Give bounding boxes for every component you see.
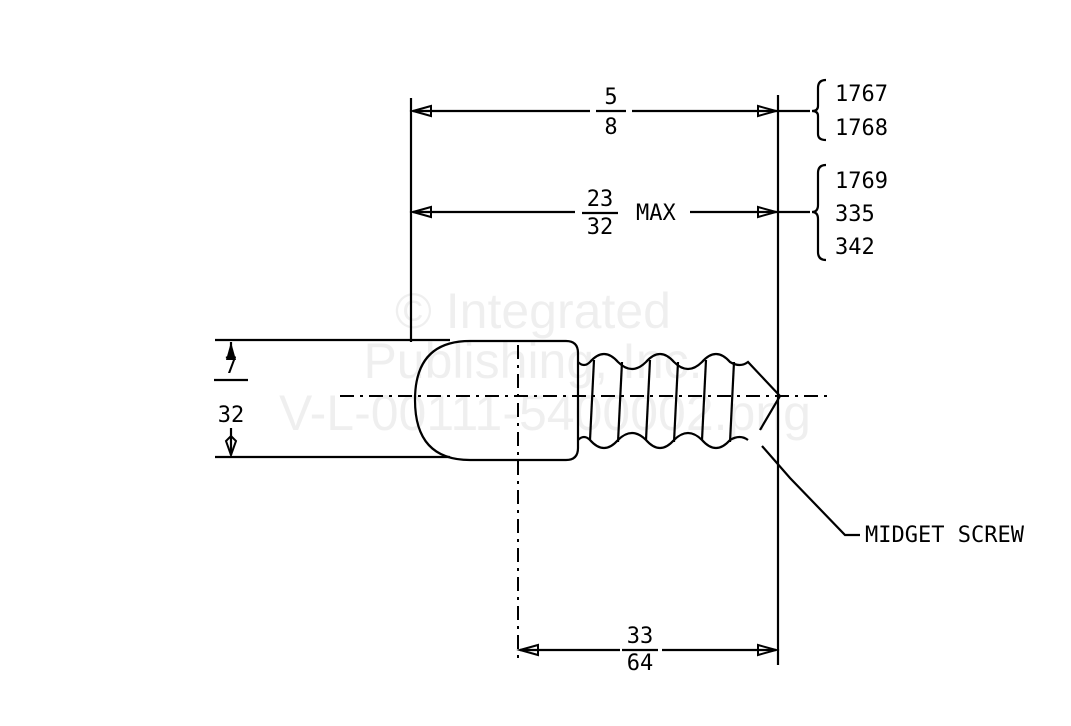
max-label: MAX [636,201,676,226]
screw-base [577,352,782,450]
dim-33-64-denominator: 64 [627,651,654,676]
lamp-number-335: 335 [835,202,875,227]
dim-diameter: 7 32 [214,338,450,459]
watermark-line-3: V-L-00111-5400002.png [279,385,811,441]
dim-base-length: 33 64 [516,624,780,676]
lamp-number-1767: 1767 [835,82,888,107]
dim-max-length: 23 32 MAX [409,187,810,240]
lamp-number-1768: 1768 [835,116,888,141]
dim-overall-length: 5 8 [409,85,810,140]
dim-7-32-numerator: 7 [224,354,237,379]
dim-5-8-numerator: 5 [604,85,617,110]
watermark-line-1: © Integrated [395,283,671,339]
lamp-number-1769: 1769 [835,169,888,194]
brace-group-1 [811,78,827,142]
brace-group-2 [811,163,827,262]
dim-7-32-denominator: 32 [218,403,245,428]
lamp-number-342: 342 [835,235,875,260]
midget-screw-label: MIDGET SCREW [865,523,1025,548]
dim-23-32-denominator: 32 [587,215,614,240]
lamp-bulb [413,339,580,462]
dim-5-8-denominator: 8 [604,115,617,140]
watermark-line-2: Publishing, Inc. [363,333,702,389]
dim-33-64-numerator: 33 [627,624,654,649]
callout-leader [761,445,860,537]
dim-23-32-numerator: 23 [587,187,614,212]
